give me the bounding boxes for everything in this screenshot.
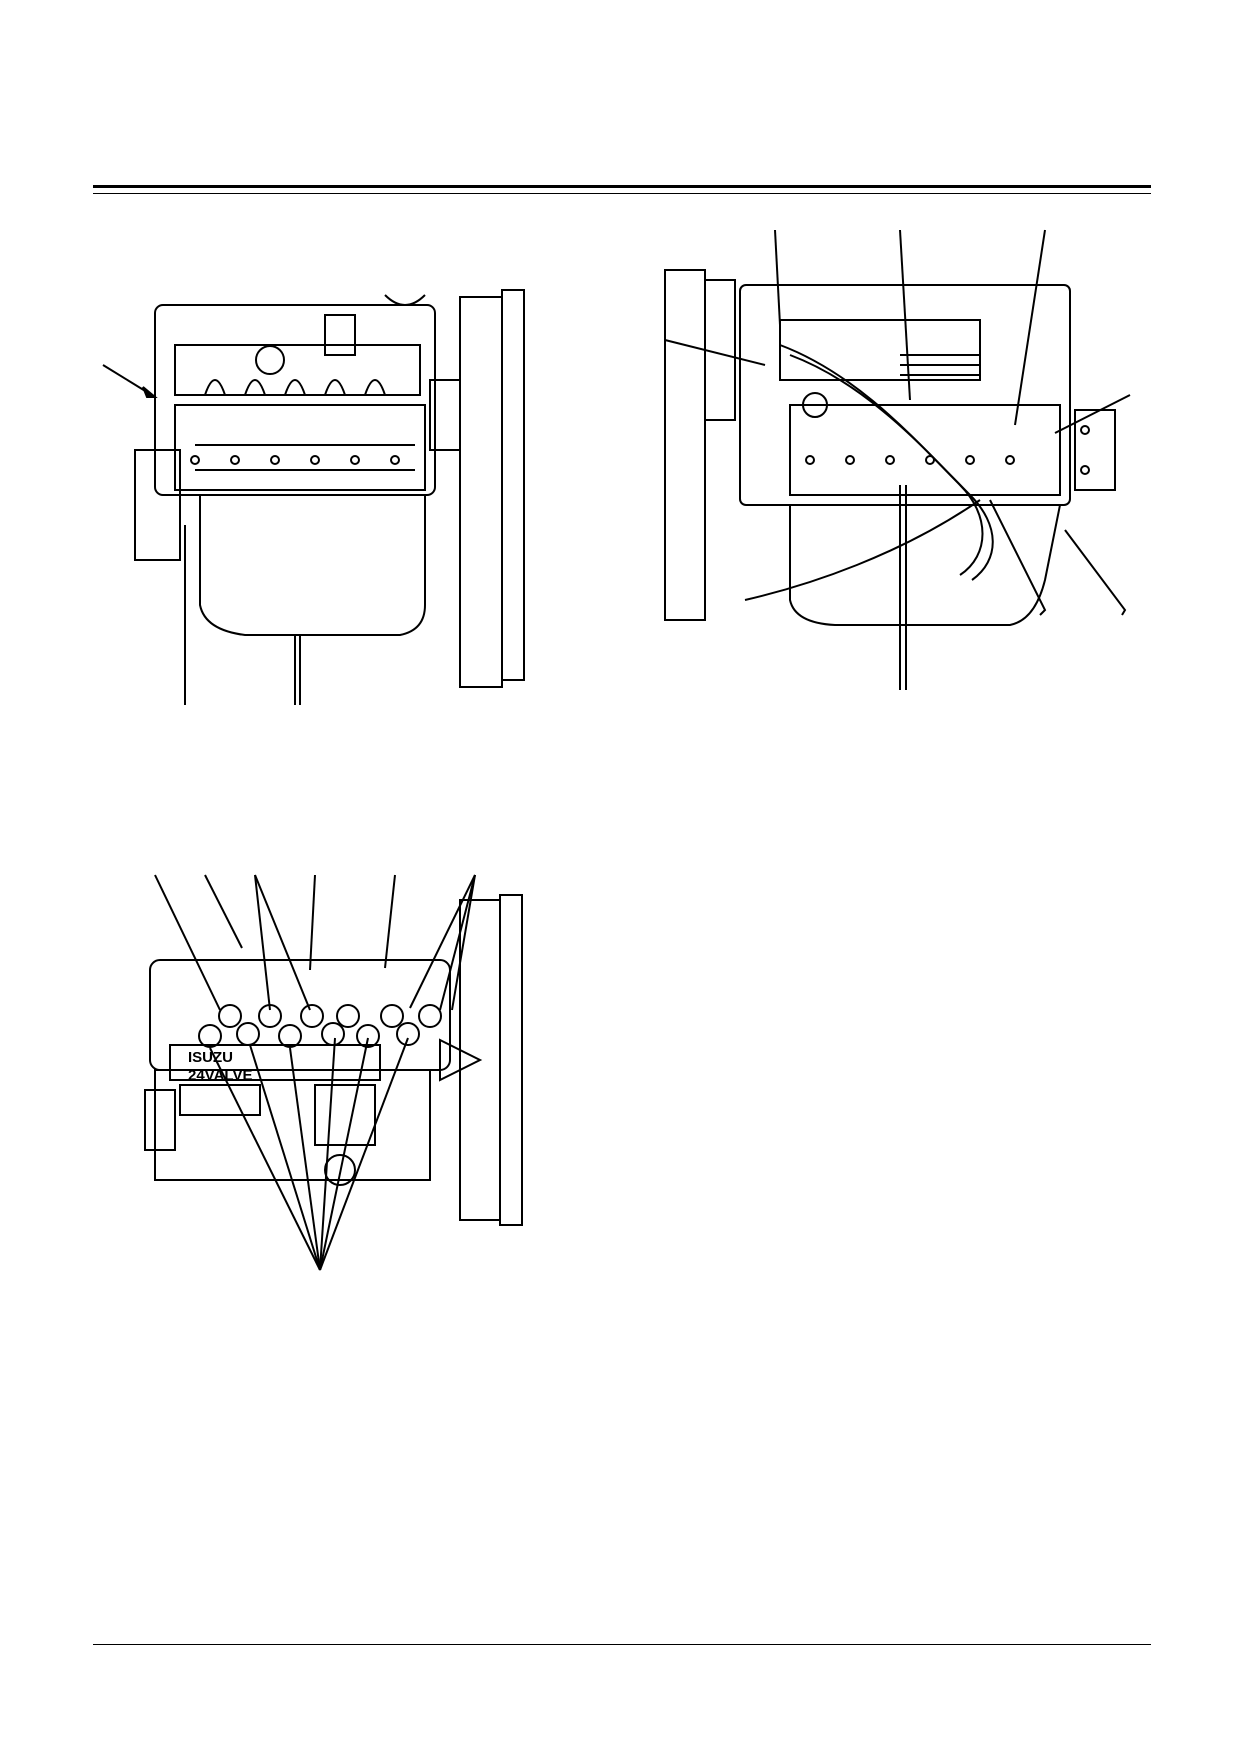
leader-line [319,1037,369,1271]
injector-circle [278,1024,302,1048]
injector-circle [300,1004,324,1028]
leader-line [1014,229,1046,426]
engine-cover-valve-text: 24VALVE [188,1067,252,1084]
leader-line [319,1037,409,1271]
injector-circle [396,1022,420,1046]
leader-line [289,1047,321,1271]
injector-circle [418,1004,442,1028]
engine-figure-1 [95,285,565,710]
injector-circle [198,1024,222,1048]
leader-line [439,874,476,1011]
engine-figure-2-drawing [664,229,1131,690]
leader-line [309,874,316,971]
leader-line [451,874,476,1011]
injector-circle [321,1022,345,1046]
leader-line [409,874,476,1009]
header-rule-thin [93,193,1151,194]
leader-line [899,229,911,401]
leader-line [249,1044,321,1271]
leader-arrowhead [142,386,158,398]
leader-line [664,339,766,366]
injector-circle [380,1004,404,1028]
leader-line [774,229,781,326]
leader-line [1054,394,1131,434]
engine-figure-2 [660,225,1140,700]
injector-circle [336,1004,360,1028]
leader-line [319,1037,336,1271]
leader-line [254,874,271,1011]
engine-figure-3: ISUZU 24VALVE [140,870,560,1285]
leader-line [989,499,1047,616]
engine-cover-brand-text: ISUZU [188,1049,233,1066]
engine-figure-3-drawing: ISUZU 24VALVE [144,874,523,1271]
injector-circle [258,1004,282,1028]
injector-circle [218,1004,242,1028]
leader-line [384,874,396,969]
injector-circle [236,1022,260,1046]
leader-line [1064,529,1127,616]
leader-line [254,874,311,1011]
leader-line [154,874,221,1011]
injector-circle [356,1024,380,1048]
engine-figure-1-drawing [102,289,525,705]
leader-line [204,874,243,949]
header-rule-thick [93,185,1151,188]
footer-rule [93,1644,1151,1645]
